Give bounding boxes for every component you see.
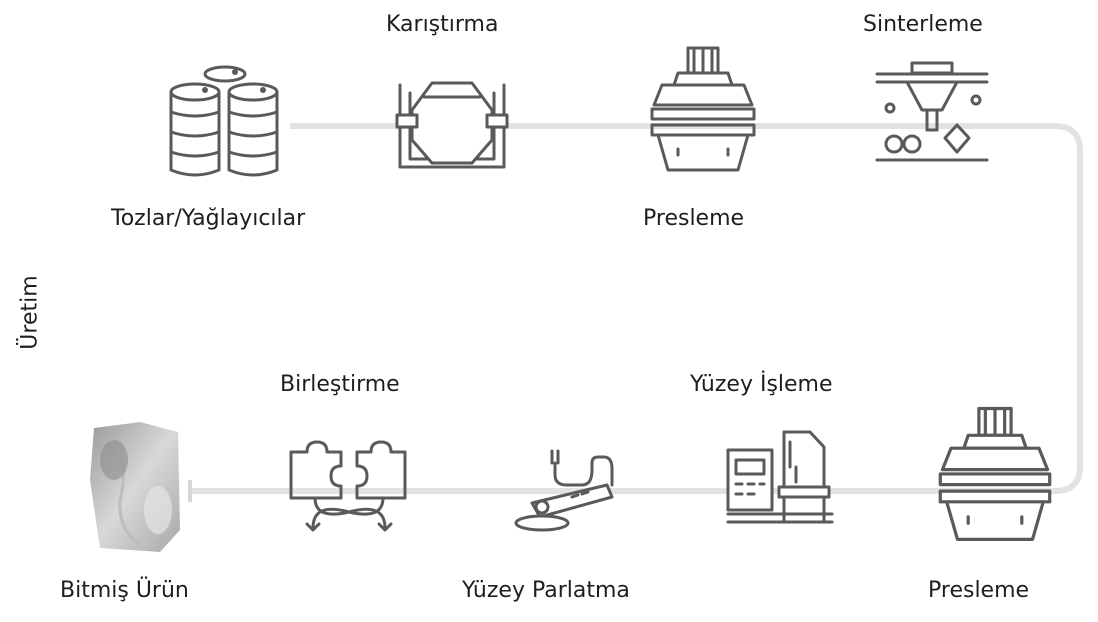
puzzle-assembly-icon bbox=[285, 440, 413, 536]
step-label-pressing-top: Presleme bbox=[643, 206, 745, 231]
step-label-mixing: Karıştırma bbox=[386, 12, 499, 37]
step-label-sintering: Sinterleme bbox=[863, 12, 983, 37]
press-icon bbox=[648, 45, 758, 175]
step-label-polishing: Yüzey Parlatma bbox=[462, 578, 630, 603]
step-label-finished: Bitmiş Ürün bbox=[60, 578, 189, 603]
finished-part-icon bbox=[80, 420, 185, 555]
polisher-icon bbox=[512, 445, 627, 535]
step-label-powders: Tozlar/Yağlayıcılar bbox=[111, 206, 306, 231]
mixer-icon bbox=[392, 75, 512, 175]
press-icon bbox=[936, 405, 1054, 545]
step-label-pressing-bottom: Presleme bbox=[928, 578, 1030, 603]
step-label-assembly: Birleştirme bbox=[280, 372, 400, 397]
barrels-icon bbox=[165, 62, 290, 182]
step-label-machining: Yüzey İşleme bbox=[690, 372, 833, 397]
production-side-label: Üretim bbox=[17, 275, 43, 350]
sintering-furnace-icon bbox=[872, 60, 992, 172]
cnc-machine-icon bbox=[724, 422, 836, 532]
